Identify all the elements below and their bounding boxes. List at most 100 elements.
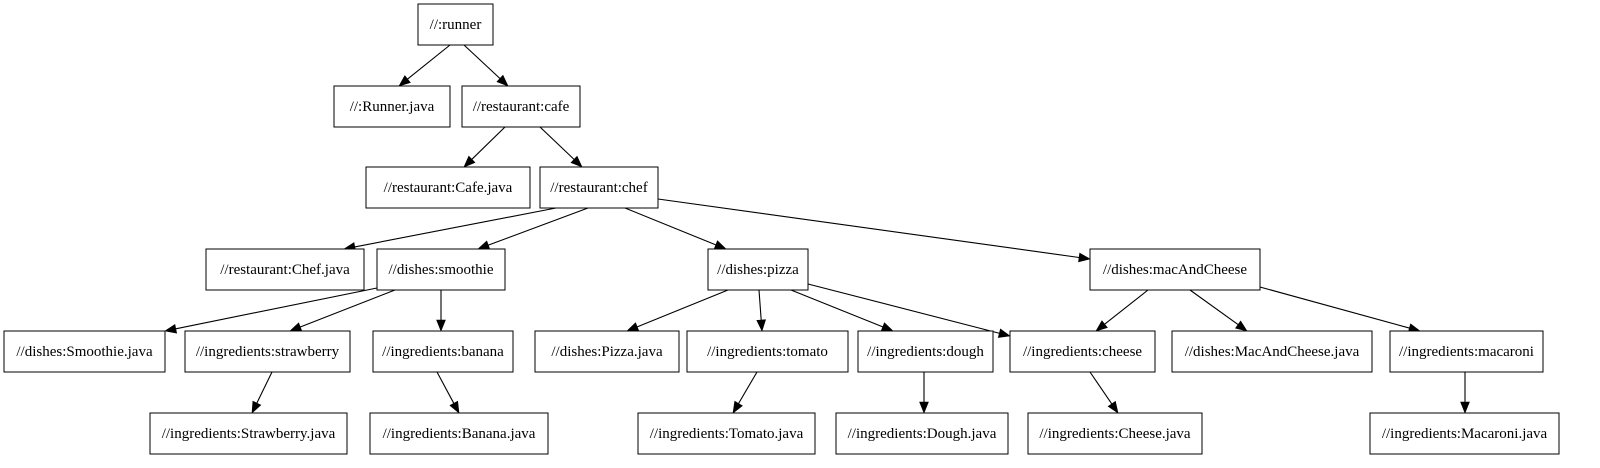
node-mac-java[interactable]: //dishes:MacAndCheese.java xyxy=(1171,330,1373,373)
node-ing-macaroni[interactable]: //ingredients:macaroni xyxy=(1389,330,1544,373)
node-box[interactable] xyxy=(461,85,581,128)
node-box[interactable] xyxy=(369,412,549,455)
node-box[interactable] xyxy=(376,248,506,291)
node-label: //dishes:smoothie xyxy=(389,262,494,278)
edge-line xyxy=(1089,371,1113,405)
arrowhead-icon xyxy=(398,75,411,87)
edge-restaurant-chef-to-dishes-pizza xyxy=(624,207,727,250)
edge-dishes-smoothie-to-smoothie-java xyxy=(164,287,378,334)
node-label: //ingredients:macaroni xyxy=(1399,344,1534,360)
node-box[interactable] xyxy=(539,166,659,209)
node-box[interactable] xyxy=(857,330,994,373)
edge-ing-strawberry-to-strawberry-java xyxy=(251,371,273,414)
arrowhead-icon xyxy=(1095,320,1108,332)
node-dishes-smoothie[interactable]: //dishes:smoothie xyxy=(376,248,506,291)
node-box[interactable] xyxy=(835,412,1009,455)
node-box[interactable] xyxy=(1369,412,1560,455)
edge-restaurant-cafe-to-restaurant-chef xyxy=(539,126,583,168)
arrowhead-icon xyxy=(496,74,509,87)
edge-line xyxy=(624,207,717,246)
edge-dishes-mac-to-ing-cheese xyxy=(1095,289,1149,332)
node-macaroni-java[interactable]: //ingredients:Macaroni.java xyxy=(1369,412,1560,455)
node-box[interactable] xyxy=(1089,248,1261,291)
node-runner-java[interactable]: //:Runner.java xyxy=(333,85,451,128)
node-box[interactable] xyxy=(1009,330,1156,373)
edge-ing-cheese-to-cheese-java xyxy=(1089,371,1119,414)
node-dishes-mac[interactable]: //dishes:macAndCheese xyxy=(1089,248,1261,291)
arrowhead-icon xyxy=(732,400,743,414)
node-box[interactable] xyxy=(1171,330,1373,373)
edge-restaurant-cafe-to-cafe-java xyxy=(463,126,506,168)
edge-dishes-pizza-to-ing-tomato xyxy=(756,289,767,332)
edge-dishes-pizza-to-ing-dough xyxy=(790,289,894,332)
arrowhead-icon xyxy=(436,319,446,332)
edge-restaurant-chef-to-chef-java xyxy=(343,207,557,252)
node-box[interactable] xyxy=(637,412,816,455)
edge-line xyxy=(790,289,883,328)
edge-runner-to-restaurant-cafe xyxy=(463,44,509,87)
arrowhead-icon xyxy=(1234,320,1248,332)
arrowhead-icon xyxy=(1078,252,1091,263)
edge-line xyxy=(1104,289,1149,325)
node-label: //dishes:macAndCheese xyxy=(1103,262,1247,278)
node-label: //restaurant:Chef.java xyxy=(220,262,350,278)
edge-line xyxy=(436,371,455,404)
node-box[interactable] xyxy=(417,3,494,46)
node-ing-strawberry[interactable]: //ingredients:strawberry xyxy=(184,330,351,373)
edge-line xyxy=(758,289,762,321)
node-cheese-java[interactable]: //ingredients:Cheese.java xyxy=(1027,412,1203,455)
node-box[interactable] xyxy=(534,330,680,373)
node-box[interactable] xyxy=(1027,412,1203,455)
edge-ing-dough-to-dough-java xyxy=(919,372,929,414)
node-box[interactable] xyxy=(707,248,809,291)
node-label: //dishes:Smoothie.java xyxy=(16,344,153,360)
edge-line xyxy=(407,44,451,80)
node-label: //ingredients:Banana.java xyxy=(383,426,536,442)
node-tomato-java[interactable]: //ingredients:Tomato.java xyxy=(637,412,816,455)
edge-line xyxy=(738,371,758,404)
edge-line xyxy=(471,126,506,160)
node-ing-tomato[interactable]: //ingredients:tomato xyxy=(686,330,849,373)
edge-line xyxy=(300,289,396,328)
node-dough-java[interactable]: //ingredients:Dough.java xyxy=(835,412,1009,455)
edge-ing-banana-to-banana-java xyxy=(436,371,460,414)
node-dishes-pizza[interactable]: //dishes:pizza xyxy=(707,248,809,291)
node-box[interactable] xyxy=(365,166,531,209)
node-banana-java[interactable]: //ingredients:Banana.java xyxy=(369,412,549,455)
node-box[interactable] xyxy=(184,330,351,373)
node-label: //ingredients:strawberry xyxy=(196,344,340,360)
node-box[interactable] xyxy=(205,248,365,291)
node-smoothie-java[interactable]: //dishes:Smoothie.java xyxy=(3,330,166,373)
node-label: //restaurant:Cafe.java xyxy=(384,180,513,196)
node-restaurant-chef[interactable]: //restaurant:chef xyxy=(539,166,659,209)
node-cafe-java[interactable]: //restaurant:Cafe.java xyxy=(365,166,531,209)
edge-dishes-smoothie-to-ing-banana xyxy=(436,290,446,332)
node-label: //dishes:pizza xyxy=(717,262,799,278)
arrowhead-icon xyxy=(449,400,460,414)
node-box[interactable] xyxy=(3,330,166,373)
edge-dishes-pizza-to-ing-cheese xyxy=(807,283,1011,338)
node-box[interactable] xyxy=(372,330,514,373)
node-box[interactable] xyxy=(686,330,849,373)
arrowhead-icon xyxy=(570,155,583,168)
edge-line xyxy=(807,283,1000,334)
node-label: //dishes:Pizza.java xyxy=(551,344,663,360)
node-pizza-java[interactable]: //dishes:Pizza.java xyxy=(534,330,680,373)
node-box[interactable] xyxy=(333,85,451,128)
node-box[interactable] xyxy=(149,412,348,455)
node-ing-cheese[interactable]: //ingredients:cheese xyxy=(1009,330,1156,373)
edge-line xyxy=(636,289,729,328)
node-ing-dough[interactable]: //ingredients:dough xyxy=(857,330,994,373)
node-box[interactable] xyxy=(1389,330,1544,373)
node-label: //ingredients:dough xyxy=(867,344,984,360)
arrowhead-icon xyxy=(164,324,178,334)
node-label: //ingredients:Cheese.java xyxy=(1039,426,1191,442)
edge-line xyxy=(354,207,557,248)
node-runner[interactable]: //:runner xyxy=(417,3,494,46)
node-chef-java[interactable]: //restaurant:Chef.java xyxy=(205,248,365,291)
node-ing-banana[interactable]: //ingredients:banana xyxy=(372,330,514,373)
node-strawberry-java[interactable]: //ingredients:Strawberry.java xyxy=(149,412,348,455)
node-restaurant-cafe[interactable]: //restaurant:cafe xyxy=(461,85,581,128)
